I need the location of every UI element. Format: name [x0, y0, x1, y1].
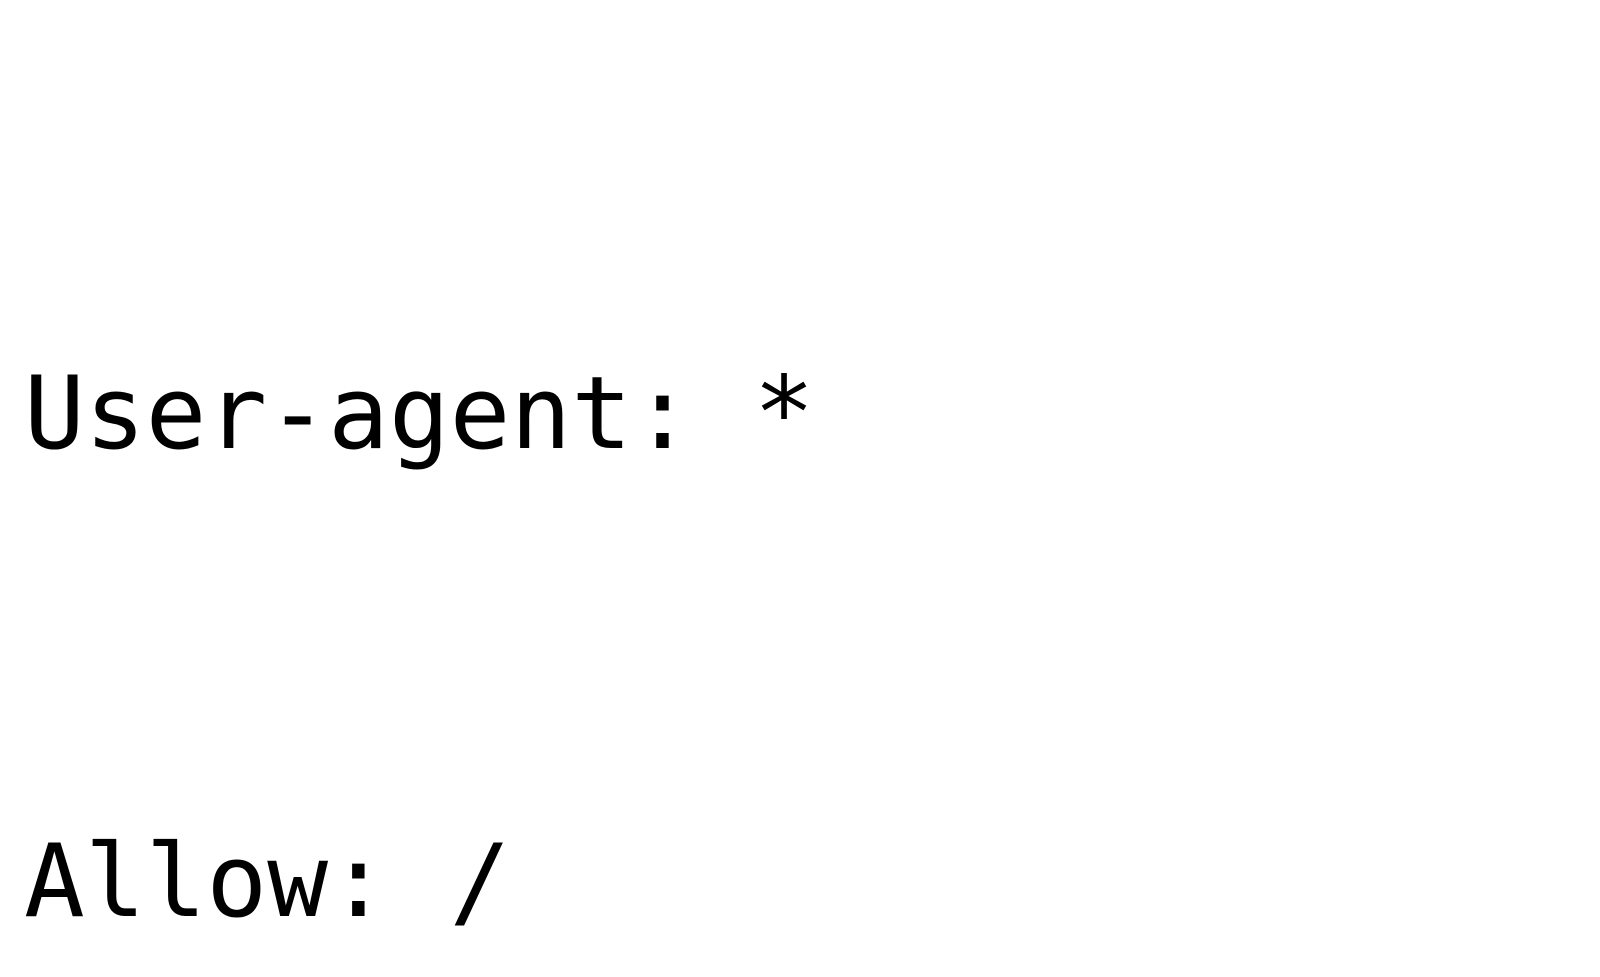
robots-line-allow-root: Allow: /: [24, 822, 511, 940]
robots-txt-content: User-agent: * Allow: / Disallow: /resour…: [24, 4, 1576, 977]
robots-line-user-agent: User-agent: *: [24, 354, 815, 472]
